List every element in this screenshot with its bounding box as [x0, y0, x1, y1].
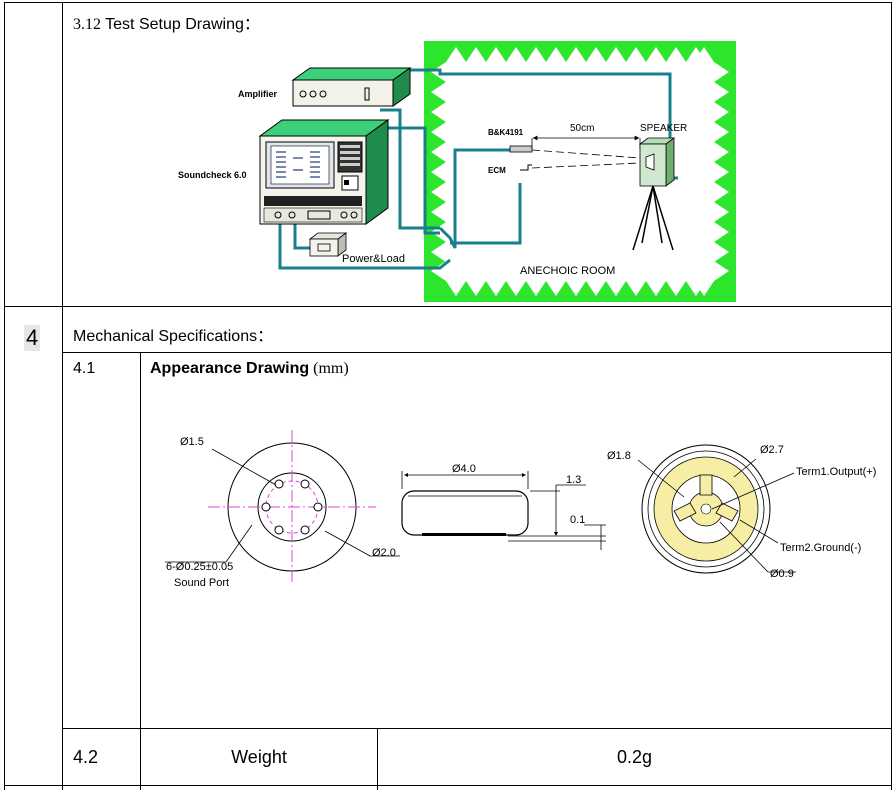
speaker-device [632, 137, 676, 251]
bk-mic-icon [509, 145, 533, 153]
row-divider-312 [4, 306, 892, 307]
ecm-icon [520, 164, 532, 171]
term1-label: Term1.Output(+) [796, 466, 876, 478]
side-view [401, 471, 606, 550]
col-divider-42 [377, 728, 378, 790]
dim-d09: Ø0.9 [770, 568, 794, 580]
section-312-title: Test Setup Drawing： [101, 16, 260, 33]
row-divider-4 [62, 352, 892, 353]
col-divider-41 [140, 352, 141, 790]
soundcheck-device [258, 119, 390, 225]
sound-port-label: Sound Port [174, 577, 229, 589]
dim-h01: 0.1 [570, 514, 585, 526]
appearance-drawing: Ø1.5 6-Ø0.25±0.05 Sound Port Ø2.0 Ø4.0 1… [165, 430, 876, 589]
section-41-title-bold: Appearance Drawing [150, 360, 310, 377]
soundcheck-label: Soundcheck 6.0 [178, 170, 247, 180]
weight-value: 0.2g [616, 747, 653, 767]
border-right [891, 2, 892, 790]
amplifier-device [291, 67, 412, 107]
dim-h13: 1.3 [566, 474, 581, 486]
border-top [4, 2, 892, 3]
distance-label: 50cm [570, 123, 594, 134]
section-41-number: 4.1 [73, 360, 96, 377]
dim-d27: Ø2.7 [760, 444, 784, 456]
dim-d20: Ø2.0 [372, 547, 396, 559]
room-wedges [431, 47, 729, 296]
border-bottom [4, 785, 892, 786]
anechoic-room-label: ANECHOIC ROOM [520, 265, 615, 277]
weight-label: Weight [231, 747, 287, 767]
dim-holes: 6-Ø0.25±0.05 [166, 561, 233, 573]
row-divider-42 [62, 728, 892, 729]
bk-label: B&K4191 [488, 128, 524, 137]
section-312-heading: 3.12 Test Setup Drawing： [73, 10, 260, 34]
test-setup-drawing: Amplifier Soundcheck 6.0 Power&Load [178, 41, 736, 302]
section-42-number: 4.2 [73, 747, 99, 767]
section-41-title: Appearance Drawing (mm) [150, 360, 349, 378]
border-left [4, 2, 5, 790]
dim-d40: Ø4.0 [452, 463, 476, 475]
section-41-title-unit: (mm) [309, 360, 349, 377]
cables [278, 68, 678, 270]
section-4-number: 4 [24, 325, 41, 351]
top-view [165, 430, 400, 585]
term2-label: Term2.Ground(-) [780, 542, 861, 554]
col-divider-1 [62, 2, 63, 790]
power-load-box [308, 232, 348, 257]
power-load-label: Power&Load [342, 253, 405, 265]
speaker-label: SPEAKER [640, 123, 687, 134]
section-4-title: Mechanical Specifications： [73, 328, 274, 345]
dim-d18: Ø1.8 [607, 450, 631, 462]
amplifier-label: Amplifier [238, 89, 278, 99]
section-312-number: 3.12 [73, 16, 101, 33]
dim-d15: Ø1.5 [180, 436, 204, 448]
bottom-view [637, 444, 796, 574]
ecm-label: ECM [488, 166, 506, 175]
